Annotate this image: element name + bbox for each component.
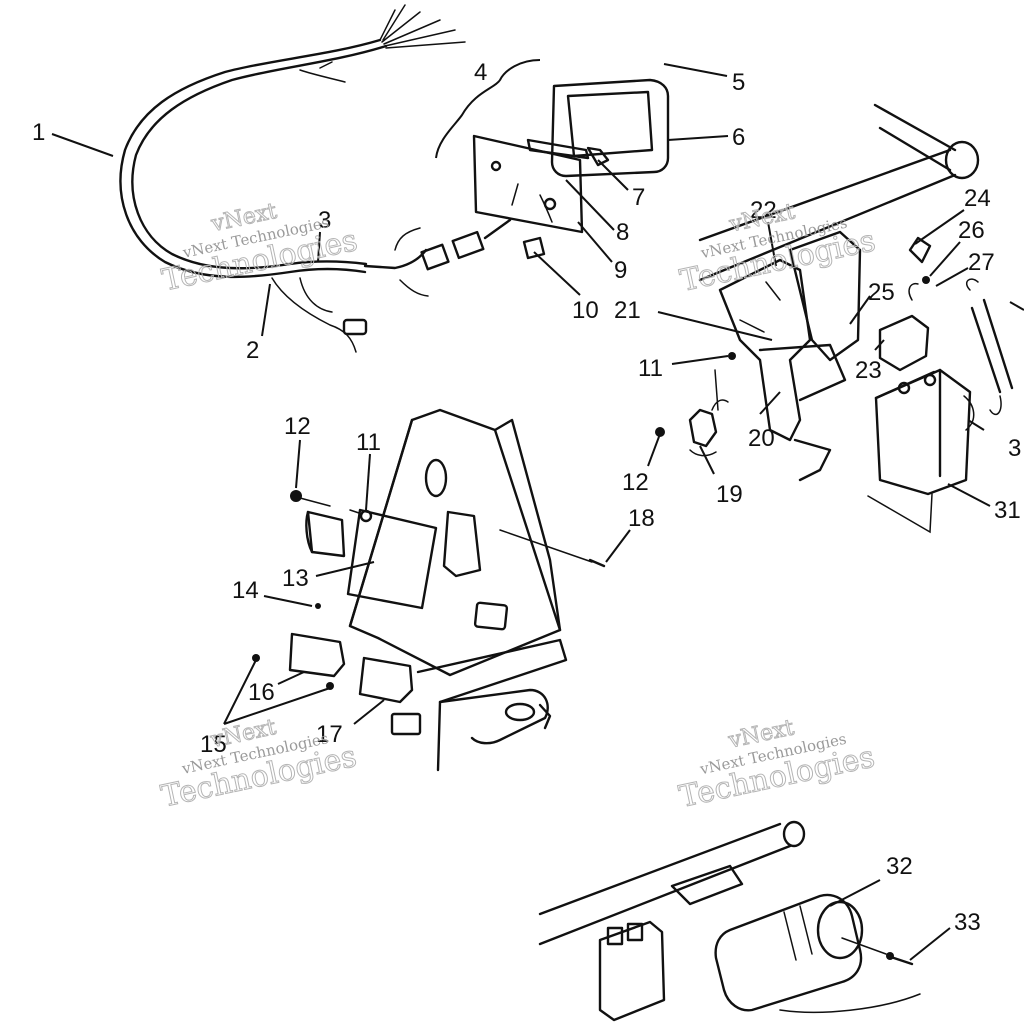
callout-9: 9 — [614, 257, 627, 284]
callout-6: 6 — [732, 124, 745, 151]
callout-10: 10 — [572, 297, 599, 324]
callout-32: 32 — [886, 853, 913, 880]
callout-7: 7 — [632, 184, 645, 211]
starter-motor-area — [538, 820, 921, 1022]
callout-labels: 1 2 3 4 5 6 7 8 9 10 21 22 24 26 27 25 2… — [32, 59, 1021, 936]
callout-2: 2 — [246, 337, 259, 364]
callout-1: 1 — [32, 119, 45, 146]
callout-11-frame: 11 — [638, 355, 663, 382]
callout-31: 31 — [994, 497, 1021, 524]
taillight-assembly — [472, 78, 670, 260]
callout-15: 15 — [200, 731, 227, 758]
callout-21: 21 — [614, 297, 641, 324]
callout-12-frame: 12 — [622, 469, 649, 496]
callout-3: 3 — [318, 207, 331, 234]
callout-20: 20 — [748, 425, 775, 452]
callout-25: 25 — [868, 279, 895, 306]
watermark-bottom-right: vNext vNext Technologies Technologies — [676, 715, 878, 816]
callout-3-battery: 3 — [1008, 435, 1021, 462]
callout-17: 17 — [316, 721, 343, 748]
callout-26: 26 — [958, 217, 985, 244]
callout-16: 16 — [248, 679, 275, 706]
callout-19: 19 — [716, 481, 743, 508]
callout-14: 14 — [232, 577, 259, 604]
callout-12-plate: 12 — [284, 413, 311, 440]
callout-18: 18 — [628, 505, 655, 532]
callout-4: 4 — [474, 59, 487, 86]
watermark-top-left: vNext vNext Technologies Technologies — [158, 198, 360, 299]
wiring-harness — [119, 4, 512, 353]
frame-battery-area — [655, 103, 1014, 534]
callout-27: 27 — [968, 249, 995, 276]
callout-22: 22 — [750, 197, 777, 224]
leader-lines — [51, 59, 1024, 961]
callout-8: 8 — [616, 219, 629, 246]
callout-33: 33 — [954, 909, 981, 936]
callout-13: 13 — [282, 565, 309, 592]
callout-5: 5 — [732, 69, 745, 96]
callout-23: 23 — [855, 357, 882, 384]
mount-plate-assembly — [252, 408, 606, 772]
callout-11-plate: 11 — [356, 429, 381, 456]
callout-24: 24 — [964, 185, 991, 212]
watermark-bottom-left: vNext vNext Technologies Technologies — [158, 714, 360, 815]
